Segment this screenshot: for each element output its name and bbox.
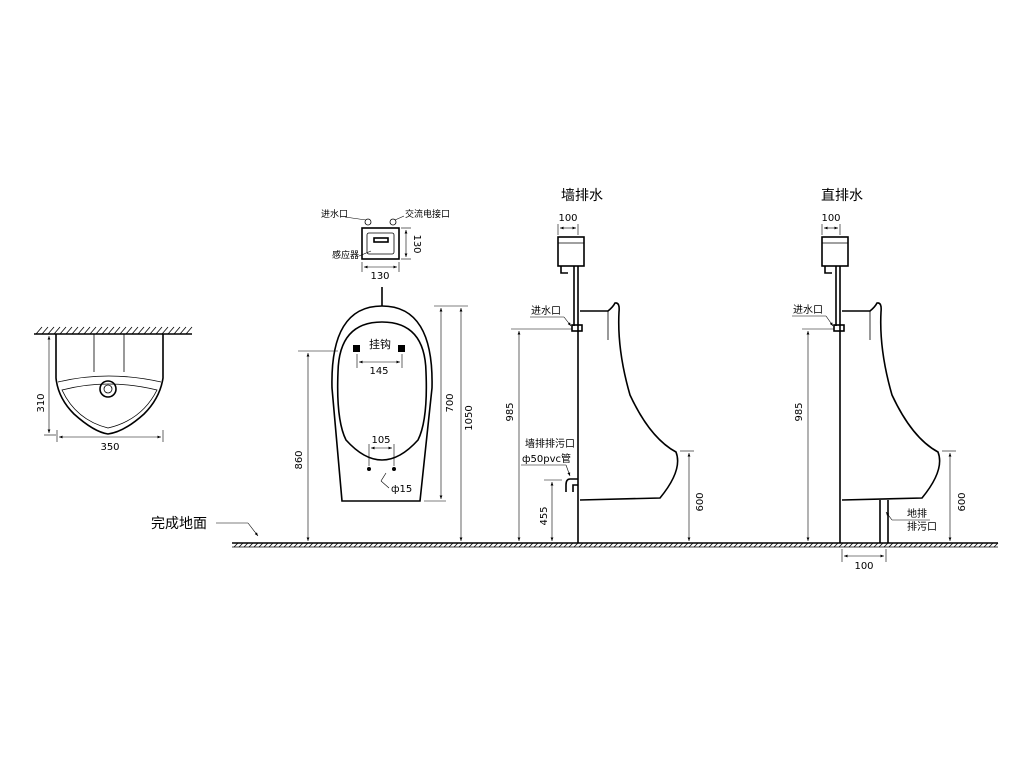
floor-drain-inlet-label: 进水口	[793, 304, 823, 316]
floor-label: 完成地面	[151, 516, 207, 532]
floor-drain-tank	[821, 236, 849, 267]
sensor-width-label: 130	[370, 271, 389, 282]
hook-label: 挂钩	[369, 337, 391, 351]
top-view-width-label: 350	[100, 442, 119, 453]
wall-drain-height-455: 455	[539, 506, 550, 525]
top-view-drain-hole	[99, 380, 117, 398]
floor-drain-outlet-label-1: 地排	[907, 507, 927, 520]
wall-drain-urinal-profile	[579, 302, 679, 501]
outlet-diameter-label: ф15	[391, 484, 412, 495]
front-height-700-label: 700	[445, 393, 456, 412]
front-height-860-label: 860	[294, 450, 305, 469]
sensor-height-label: 130	[411, 234, 422, 253]
wall-drain-tank	[557, 236, 585, 267]
wall-drain-height-985: 985	[505, 402, 516, 421]
wall-drain-outlet-label-2: ф50pvc管	[522, 452, 571, 465]
sensor-panel: 进水口 交流电接口 感应器 130 130	[321, 208, 450, 282]
wall-drain-inlet-label: 进水口	[531, 305, 561, 317]
floor-hatch	[233, 542, 999, 548]
wall-drain-title: 墙排水	[561, 188, 603, 204]
hook-right-icon	[398, 345, 405, 352]
ceiling-hatch	[35, 326, 193, 335]
top-view: 310 350	[34, 326, 193, 453]
sensor-window	[373, 237, 389, 243]
floor-drain-offset-100: 100	[854, 561, 873, 572]
floor-drain-height-600: 600	[957, 492, 968, 511]
outlet-spacing-label: 105	[371, 435, 390, 446]
front-height-1050-label: 1050	[464, 405, 475, 430]
floor-drain-outlet-label-2: 排污口	[907, 520, 937, 533]
floor-drain-urinal-profile	[841, 302, 941, 501]
front-view-bowl	[336, 321, 428, 461]
wall-drain-height-600: 600	[695, 492, 706, 511]
outlet-hole-right-icon	[392, 467, 396, 471]
floor-drain-inlet-fitting	[833, 324, 845, 332]
sensor-ac-label: 交流电接口	[405, 208, 450, 220]
inlet-port-icon	[364, 218, 372, 226]
sensor-label: 感应器	[332, 249, 359, 261]
wall-drain-view: 墙排水 100 进水口 985 墙排排污口 ф50pvc管 455 600	[505, 188, 706, 543]
wall-drain-tank-width: 100	[558, 213, 577, 224]
sensor-box	[361, 227, 400, 260]
top-view-bowl	[61, 383, 158, 429]
ac-port-icon	[389, 218, 397, 226]
top-view-height-label: 310	[36, 393, 47, 412]
finished-floor: 完成地面	[151, 516, 999, 548]
hook-spacing-label: 145	[369, 366, 388, 377]
front-view-outline	[331, 305, 433, 502]
floor-drain-tank-width: 100	[821, 213, 840, 224]
sensor-inlet-label: 进水口	[321, 208, 348, 220]
floor-drain-view: 直排水 100 进水口 985 地排 排污口 600 100	[792, 187, 968, 572]
floor-drain-height-985: 985	[794, 402, 805, 421]
floor-drain-title: 直排水	[821, 187, 863, 204]
hook-left-icon	[353, 345, 360, 352]
wall-drain-trap	[565, 478, 578, 492]
wall-drain-inlet-fitting	[571, 324, 583, 332]
wall-drain-outlet-label-1: 墙排排污口	[525, 437, 575, 450]
top-view-outline	[55, 334, 164, 435]
top-view-rim	[57, 375, 162, 383]
front-view: 挂钩 145 105 ф15 860 700 1050	[294, 287, 475, 541]
outlet-hole-left-icon	[367, 467, 371, 471]
